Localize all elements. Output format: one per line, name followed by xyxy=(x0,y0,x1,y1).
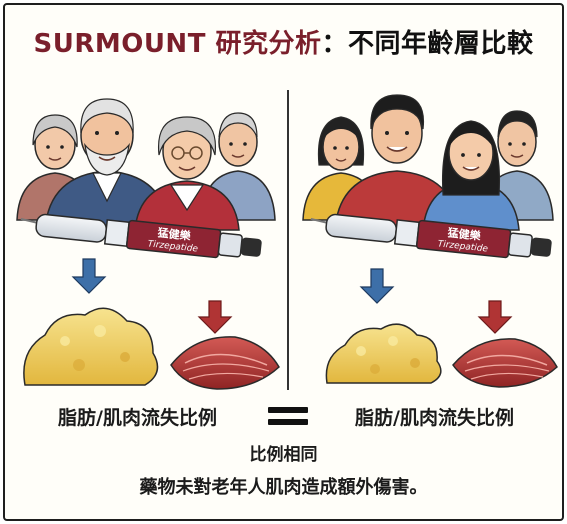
pen-icon: 猛健樂 Tirzepatide xyxy=(20,213,262,259)
pen-icon: 猛健樂 Tirzepatide xyxy=(310,213,552,259)
title-study-name: SURMOUNT 研究分析 xyxy=(33,29,322,59)
page-title: SURMOUNT 研究分析：不同年齡層比較 xyxy=(5,23,562,60)
elderly-man-front xyxy=(44,98,170,231)
conclusion-statement: 藥物未對老年人肌肉造成額外傷害。 xyxy=(139,477,428,498)
muscle-icon xyxy=(452,338,558,388)
pen-brand-right: 猛健樂 xyxy=(446,225,482,243)
infographic-frame: 猛健樂 Tirzepatide xyxy=(3,3,564,521)
down-arrow-icon xyxy=(197,300,233,334)
down-arrow-icon xyxy=(71,258,107,294)
down-arrow-icon xyxy=(477,300,513,334)
down-arrow-icon xyxy=(359,268,395,304)
young-group xyxy=(302,94,554,231)
young-woman-front xyxy=(422,120,520,231)
illustration: 猛健樂 Tirzepatide xyxy=(16,90,558,390)
equals-icon xyxy=(268,403,308,427)
elderly-group xyxy=(16,98,276,231)
title-comparison: ：不同年齡層比較 xyxy=(321,29,534,59)
fat-pile-icon xyxy=(325,323,442,384)
pen-brand-left: 猛健樂 xyxy=(156,225,192,243)
younger-ratio-label: 脂肪/肌肉流失比例 xyxy=(355,407,514,429)
equal-ratio-caption: 比例相同 xyxy=(249,445,318,465)
elderly-woman-front xyxy=(134,116,240,231)
muscle-icon xyxy=(170,336,280,390)
older-ratio-label: 脂肪/肌肉流失比例 xyxy=(58,407,217,429)
fat-pile-icon xyxy=(23,307,159,386)
